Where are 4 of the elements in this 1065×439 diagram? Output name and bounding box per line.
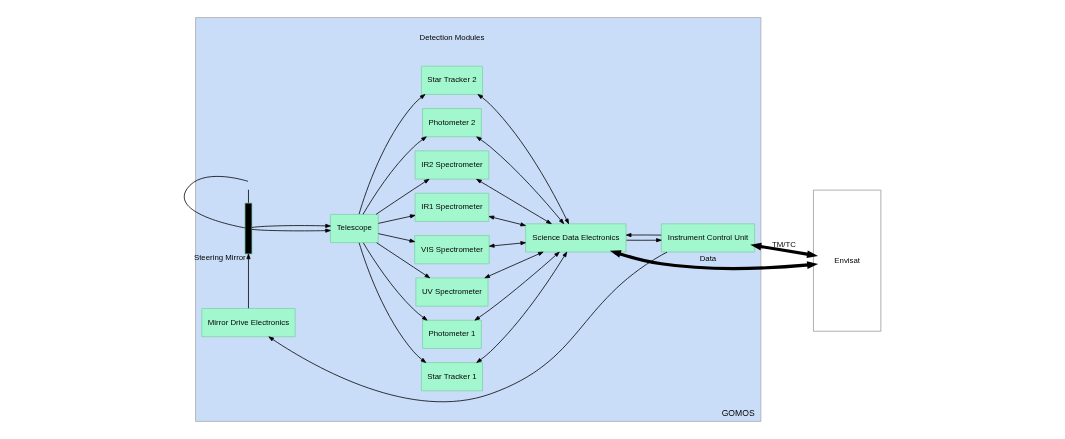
- node-label: Steering Mirror: [193, 253, 246, 263]
- node-text: Detection Modules: [419, 32, 485, 42]
- edge-label: Data: [699, 254, 717, 264]
- edge-label: TM/TC: [772, 239, 796, 249]
